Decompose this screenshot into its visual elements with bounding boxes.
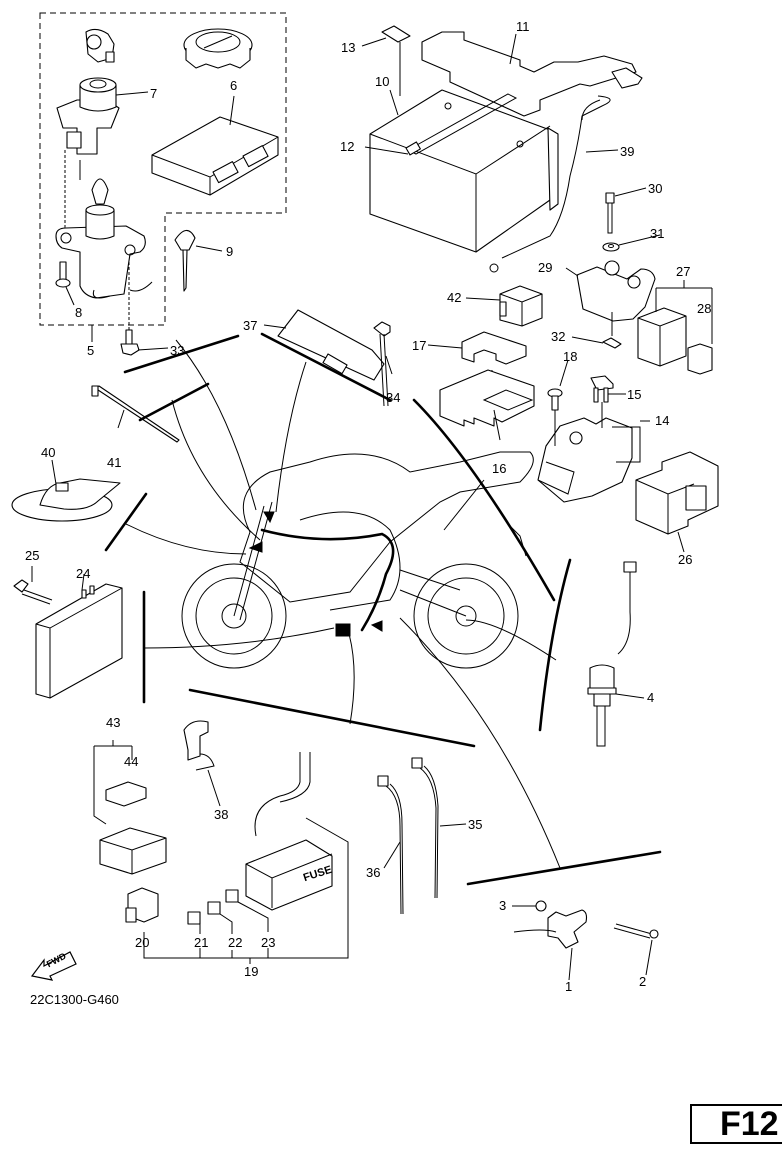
screw-8	[55, 261, 75, 306]
callout-27: 27	[676, 264, 691, 279]
fuse-box	[143, 752, 349, 964]
callout-31: 31	[650, 226, 665, 241]
callout-33: 33	[170, 343, 185, 358]
callout-7: 7	[150, 86, 158, 101]
callout-16: 16	[492, 461, 507, 476]
key	[174, 229, 223, 292]
callout-37: 37	[243, 318, 258, 333]
callout-32: 32	[551, 329, 566, 344]
callout-17: 17	[412, 338, 427, 353]
callout-28: 28	[697, 301, 712, 316]
battery-cover	[421, 31, 643, 117]
callout-44: 44	[124, 754, 139, 769]
page-id-box: F12	[690, 1104, 782, 1144]
cover-16	[439, 369, 535, 441]
callout-25: 25	[25, 548, 40, 563]
band-36	[377, 775, 404, 915]
fwd-arrow-icon	[30, 951, 77, 981]
callout-35: 35	[468, 817, 483, 832]
callout-36: 36	[366, 865, 381, 880]
forward-arrow: FWD	[30, 946, 80, 987]
band-41	[91, 385, 180, 443]
callout-29: 29	[538, 260, 553, 275]
callout-11: 11	[516, 19, 530, 34]
fuse-23	[225, 889, 269, 932]
bolt-2	[613, 923, 659, 976]
relay-26	[635, 451, 719, 553]
zone-lines	[104, 332, 662, 886]
lock-set-group	[39, 12, 287, 342]
callout-20: 20	[135, 935, 150, 950]
callout-2: 2	[639, 974, 647, 989]
nut-32	[571, 336, 622, 349]
bolt-33	[120, 262, 169, 356]
ignition-body	[55, 150, 153, 299]
diagram-code: 22C1300-G460	[30, 992, 119, 1007]
callout-19: 19	[244, 964, 259, 979]
page-id: F12	[720, 1105, 779, 1143]
control-unit	[151, 95, 279, 196]
callout-26: 26	[678, 552, 693, 567]
callout-13: 13	[341, 40, 356, 55]
clip-13	[361, 25, 411, 96]
callout-18: 18	[563, 349, 578, 364]
fuel-cap-lock	[183, 28, 253, 69]
callout-14: 14	[655, 413, 670, 428]
relay-42	[465, 285, 543, 327]
callout-24: 24	[76, 566, 91, 581]
callout-43: 43	[106, 715, 121, 730]
callout-10: 10	[375, 74, 390, 89]
callout-9: 9	[226, 244, 234, 259]
bolt-25	[13, 566, 53, 605]
rectifier-regulator	[35, 573, 123, 699]
bolt-18	[547, 359, 569, 446]
sensor-1	[513, 909, 588, 981]
relay-43	[93, 740, 167, 875]
cover-44	[105, 781, 147, 807]
callout-38: 38	[214, 807, 229, 822]
main-switch	[56, 77, 149, 180]
horn	[11, 459, 121, 522]
band-34	[373, 321, 393, 407]
fuse-box-cover-20	[125, 887, 159, 923]
fuse-22	[207, 901, 233, 934]
band-35	[411, 757, 467, 899]
fuse-21	[187, 911, 201, 934]
fuse-15	[590, 375, 626, 428]
relay-assembly-27	[637, 280, 713, 375]
callout-4: 4	[647, 690, 655, 705]
callout-1: 1	[565, 979, 573, 994]
callout-41: 41	[107, 455, 122, 470]
callout-5: 5	[87, 343, 95, 358]
callout-8: 8	[75, 305, 83, 320]
cover-17	[427, 331, 527, 388]
washer-31	[602, 234, 661, 252]
callout-15: 15	[627, 387, 642, 402]
clamp-38	[183, 720, 221, 807]
callout-42: 42	[447, 290, 462, 305]
callout-21: 21	[194, 935, 209, 950]
callout-30: 30	[648, 181, 663, 196]
callout-39: 39	[620, 144, 635, 159]
callout-40: 40	[41, 445, 56, 460]
starter-relay	[537, 417, 650, 503]
callout-12: 12	[340, 139, 355, 154]
bolt-30	[605, 187, 647, 234]
sensor-29	[565, 260, 656, 336]
callout-34: 34	[386, 390, 401, 405]
battery	[364, 89, 559, 253]
motorcycle	[181, 451, 534, 669]
callout-6: 6	[230, 78, 238, 93]
callout-22: 22	[228, 935, 243, 950]
lock-cylinder	[85, 28, 115, 63]
lead-39	[489, 95, 619, 273]
callout-3: 3	[499, 898, 507, 913]
callout-23: 23	[261, 935, 276, 950]
label-37	[263, 309, 385, 381]
nut-3	[512, 900, 547, 912]
stop-switch	[587, 561, 645, 747]
